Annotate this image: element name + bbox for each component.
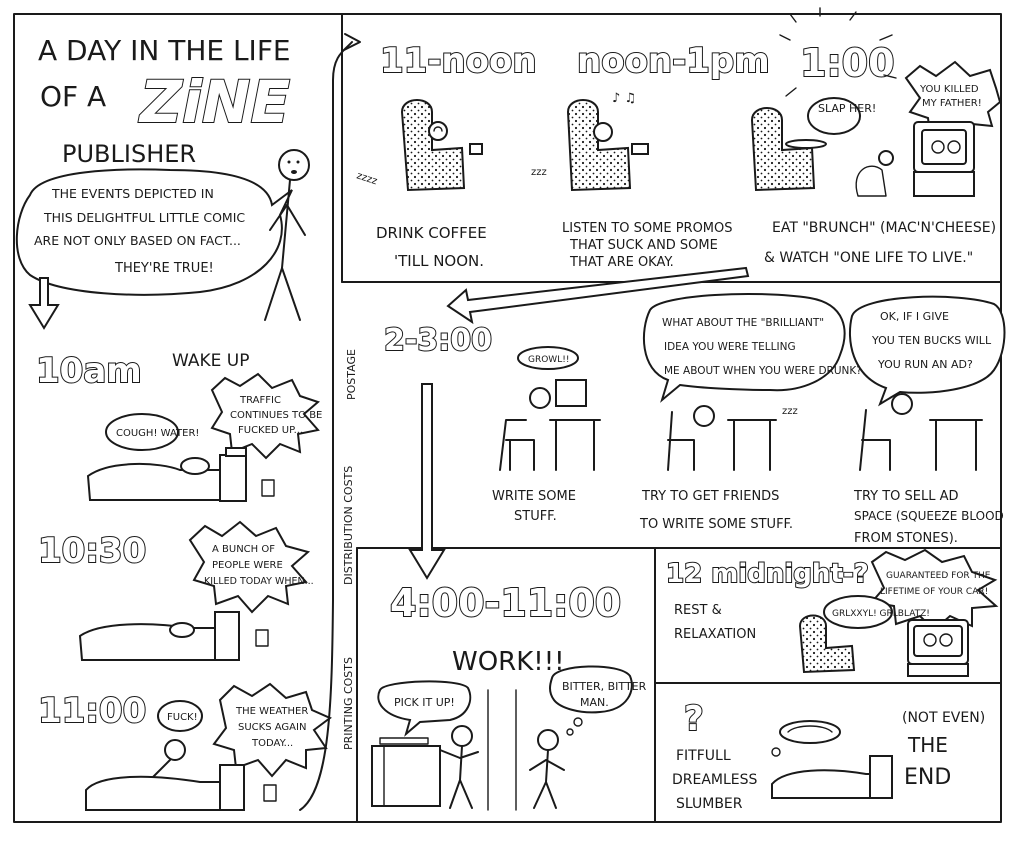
- svg-text:TODAY...: TODAY...: [251, 738, 293, 749]
- svg-text:♪ ♫: ♪ ♫: [612, 91, 636, 106]
- svg-text:LIFETIME OF YOUR CAR!: LIFETIME OF YOUR CAR!: [880, 587, 988, 597]
- svg-text:END: END: [904, 765, 951, 790]
- svg-text:WAKE UP: WAKE UP: [172, 351, 250, 371]
- panel-noon-1pm: noon-1pm ♪ ♫ zzz LISTEN TO SOME PROMOS T…: [531, 40, 771, 270]
- svg-text:(NOT EVEN): (NOT EVEN): [902, 710, 985, 726]
- panel-borders: [13, 13, 1002, 823]
- svg-text:OK, IF I GIVE: OK, IF I GIVE: [880, 310, 949, 323]
- svg-text:STUFF.: STUFF.: [514, 509, 557, 524]
- svg-text:DREAMLESS: DREAMLESS: [672, 772, 758, 788]
- svg-text:ME ABOUT WHEN YOU WERE DRUNK?: ME ABOUT WHEN YOU WERE DRUNK?: [664, 365, 862, 377]
- panel-midnight: 12 midnight-? REST & RELAXATION GUARANTE…: [665, 548, 999, 677]
- svg-text:?: ?: [684, 699, 704, 739]
- svg-text:PICK IT UP!: PICK IT UP!: [394, 696, 455, 709]
- panel-2-3pm: 2-3:00 GROWL!! WRITE SOME STUFF. WHAT AB…: [383, 293, 1006, 546]
- svg-text:GUARANTEED FOR THE: GUARANTEED FOR THE: [886, 571, 991, 581]
- svg-text:TRY TO GET FRIENDS: TRY TO GET FRIENDS: [641, 489, 779, 504]
- publisher-stick-figure: [264, 149, 310, 321]
- comic-title: A DAY IN THE LIFE OF A ZiNE PUBLISHER: [38, 34, 291, 168]
- svg-text:noon-1pm: noon-1pm: [577, 41, 770, 81]
- svg-text:ARE NOT ONLY BASED ON FACT...: ARE NOT ONLY BASED ON FACT...: [34, 233, 241, 248]
- svg-text:WHAT ABOUT THE "BRILLIANT": WHAT ABOUT THE "BRILLIANT": [662, 317, 824, 329]
- svg-text:1:00: 1:00: [800, 41, 895, 85]
- svg-text:IDEA YOU WERE TELLING: IDEA YOU WERE TELLING: [664, 341, 796, 353]
- svg-text:WRITE SOME: WRITE SOME: [492, 489, 576, 504]
- panel-4-11pm: 4:00-11:00 WORK!!! PICK IT UP! BITTER, B…: [371, 580, 647, 811]
- svg-text:SPACE (SQUEEZE BLOOD: SPACE (SQUEEZE BLOOD: [854, 509, 1004, 523]
- svg-text:2-3:00: 2-3:00: [384, 323, 492, 358]
- svg-text:PUBLISHER: PUBLISHER: [62, 140, 196, 168]
- svg-text:THAT SUCK AND SOME: THAT SUCK AND SOME: [569, 238, 718, 253]
- svg-text:THE EVENTS DEPICTED IN: THE EVENTS DEPICTED IN: [51, 186, 214, 201]
- svg-text:DRINK COFFEE: DRINK COFFEE: [376, 224, 487, 242]
- svg-text:10:30: 10:30: [38, 531, 146, 571]
- svg-text:YOU KILLED: YOU KILLED: [919, 84, 979, 95]
- svg-text:BITTER, BITTER: BITTER, BITTER: [562, 680, 647, 693]
- svg-text:THE: THE: [907, 733, 948, 757]
- svg-text:SLAP HER!: SLAP HER!: [818, 102, 876, 115]
- svg-text:TRAFFIC: TRAFFIC: [239, 395, 281, 406]
- svg-text:THEY'RE TRUE!: THEY'RE TRUE!: [114, 261, 214, 276]
- svg-text:PRINTING COSTS: PRINTING COSTS: [342, 657, 355, 750]
- svg-text:12 midnight-?: 12 midnight-?: [666, 559, 869, 589]
- svg-text:YOU RUN AN AD?: YOU RUN AN AD?: [877, 358, 973, 371]
- svg-text:THE WEATHER: THE WEATHER: [235, 706, 308, 717]
- svg-text:SLUMBER: SLUMBER: [676, 796, 743, 812]
- svg-text:10am: 10am: [36, 351, 142, 391]
- svg-text:EAT "BRUNCH" (MAC'N'CHEESE): EAT "BRUNCH" (MAC'N'CHEESE): [772, 220, 996, 236]
- svg-text:OF A: OF A: [40, 80, 106, 113]
- margin-arrow-head: [343, 33, 361, 51]
- svg-text:KILLED TODAY WHEN...: KILLED TODAY WHEN...: [204, 576, 314, 587]
- svg-text:TO WRITE SOME STUFF.: TO WRITE SOME STUFF.: [639, 517, 793, 532]
- svg-text:FUCK!: FUCK!: [167, 712, 198, 723]
- diagonal-arrow: [446, 266, 750, 325]
- margin-labels: POSTAGE DISTRIBUTION COSTS PRINTING COST…: [342, 349, 358, 750]
- svg-text:WORK!!!: WORK!!!: [452, 647, 565, 677]
- svg-text:& WATCH "ONE LIFE TO LIVE.": & WATCH "ONE LIFE TO LIVE.": [764, 250, 973, 266]
- down-arrow-left: [28, 277, 60, 330]
- svg-text:TRY TO SELL AD: TRY TO SELL AD: [853, 489, 959, 504]
- svg-text:MY FATHER!: MY FATHER!: [922, 98, 982, 109]
- svg-text:MAN.: MAN.: [580, 696, 609, 709]
- svg-text:zzz: zzz: [531, 167, 547, 178]
- intro-speech-bubble: THE EVENTS DEPICTED IN THIS DELIGHTFUL L…: [15, 168, 293, 296]
- svg-text:POSTAGE: POSTAGE: [345, 349, 358, 400]
- svg-text:COUGH! WATER!: COUGH! WATER!: [116, 428, 199, 439]
- svg-text:FITFULL: FITFULL: [676, 748, 731, 764]
- margin-arrow: [299, 41, 353, 811]
- svg-text:GRLXXYL! GRLBLATZ!: GRLXXYL! GRLBLATZ!: [832, 609, 930, 619]
- svg-text:REST &: REST &: [674, 603, 722, 618]
- svg-text:4:00-11:00: 4:00-11:00: [390, 581, 621, 625]
- panel-1pm: 1:00 SLAP HER! YOU KILLED MY FATHER! EAT…: [750, 7, 1002, 266]
- svg-text:RELAXATION: RELAXATION: [674, 627, 756, 642]
- svg-text:SUCKS AGAIN: SUCKS AGAIN: [238, 722, 306, 733]
- svg-text:zzzz: zzzz: [355, 170, 378, 187]
- svg-text:A DAY IN THE LIFE: A DAY IN THE LIFE: [38, 34, 291, 67]
- panel-1030: 10:30 A BUNCH OF PEOPLE WERE KILLED TODA…: [37, 520, 314, 661]
- svg-text:CONTINUES TO BE: CONTINUES TO BE: [230, 410, 322, 421]
- svg-text:DISTRIBUTION COSTS: DISTRIBUTION COSTS: [342, 466, 355, 585]
- svg-text:LISTEN TO SOME PROMOS: LISTEN TO SOME PROMOS: [562, 221, 733, 236]
- svg-text:FUCKED UP...: FUCKED UP...: [238, 425, 303, 436]
- svg-text:THIS DELIGHTFUL LITTLE COMIC: THIS DELIGHTFUL LITTLE COMIC: [43, 210, 245, 225]
- svg-text:A BUNCH OF: A BUNCH OF: [212, 544, 275, 555]
- panel-10am: 10am WAKE UP COUGH! WATER! TRAFFIC CONTI…: [35, 350, 322, 502]
- svg-text:GROWL!!: GROWL!!: [528, 355, 569, 365]
- down-arrow-middle: [408, 383, 446, 580]
- svg-text:'TILL NOON.: 'TILL NOON.: [394, 252, 484, 270]
- svg-text:ZiNE: ZiNE: [138, 68, 290, 136]
- svg-text:11-noon: 11-noon: [380, 41, 537, 81]
- svg-text:THAT ARE OKAY.: THAT ARE OKAY.: [569, 255, 674, 270]
- panel-end: ? FITFULL DREAMLESS SLUMBER (NOT EVEN) T…: [672, 698, 985, 812]
- panel-11-noon: 11-noon zzzz DRINK COFFEE 'TILL NOON.: [355, 40, 537, 270]
- svg-text:zzz: zzz: [782, 406, 798, 417]
- svg-text:YOU TEN BUCKS WILL: YOU TEN BUCKS WILL: [871, 334, 992, 347]
- svg-text:FROM STONES).: FROM STONES).: [854, 531, 958, 546]
- panel-1100: 11:00 FUCK! THE WEATHER SUCKS AGAIN TODA…: [37, 682, 332, 811]
- svg-text:PEOPLE WERE: PEOPLE WERE: [212, 560, 283, 571]
- svg-text:11:00: 11:00: [38, 691, 146, 731]
